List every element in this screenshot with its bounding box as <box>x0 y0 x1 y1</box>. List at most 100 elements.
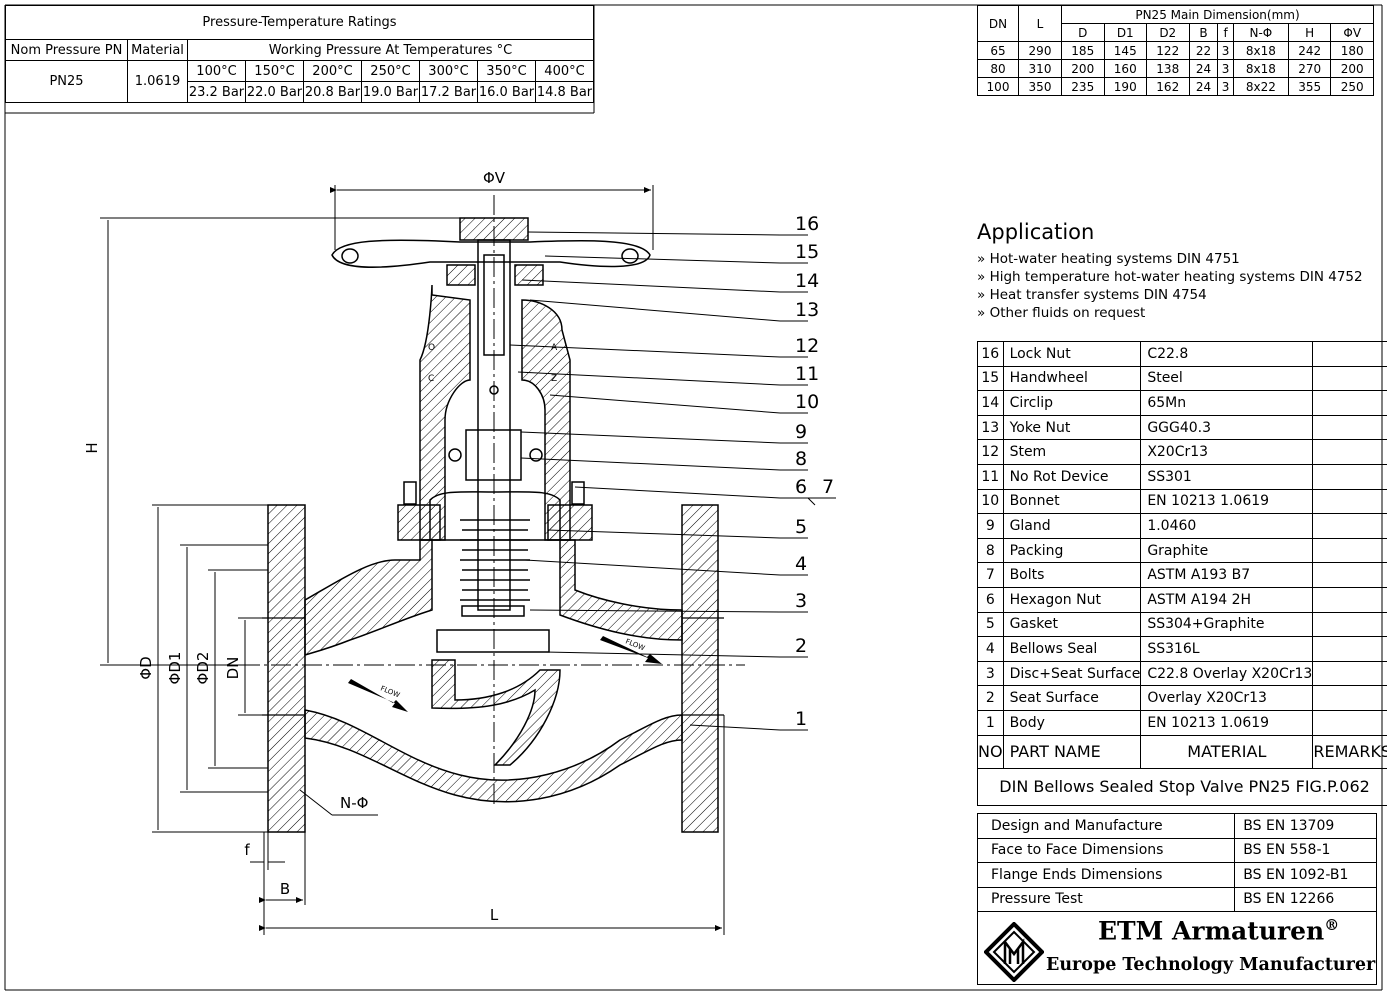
parts-cell-material: Graphite <box>1140 537 1314 564</box>
callout-number: 8 <box>795 448 807 470</box>
pt-temp: 400°C <box>535 60 594 82</box>
parts-cell-name: Packing <box>1002 537 1142 564</box>
parts-cell-material: Steel <box>1140 365 1314 392</box>
standard-value: BS EN 1092-B1 <box>1234 862 1377 888</box>
parts-cell-material: EN 10213 1.0619 <box>1140 709 1314 736</box>
pt-temp: 250°C <box>361 60 420 82</box>
dim-cell: 8x18 <box>1232 41 1289 60</box>
parts-cell-material: ASTM A194 2H <box>1140 586 1314 613</box>
parts-cell-name: Bellows Seal <box>1002 636 1142 662</box>
callout-number: 15 <box>795 241 819 263</box>
application-title: Application <box>977 220 1095 244</box>
parts-cell-no: 13 <box>977 414 1004 441</box>
pt-pressure: 20.8 Bar <box>303 81 362 103</box>
parts-cell-remarks <box>1312 463 1387 490</box>
dim-b-label: B <box>280 880 290 898</box>
pt-title: Pressure-Temperature Ratings <box>5 5 594 40</box>
callout-number: 9 <box>795 421 807 443</box>
parts-cell-no: 7 <box>977 562 1004 588</box>
parts-cell-name: No Rot Device <box>1002 463 1142 490</box>
parts-header-no: NO <box>977 734 1004 769</box>
parts-cell-material: GGG40.3 <box>1140 414 1314 441</box>
pt-material-value: 1.0619 <box>127 60 188 103</box>
dim-cell: 8x18 <box>1232 59 1289 78</box>
parts-cell-material: ASTM A193 B7 <box>1140 562 1314 588</box>
parts-cell-no: 9 <box>977 513 1004 539</box>
dim-f-label: f <box>244 841 250 859</box>
dim-cell: 3 <box>1217 77 1234 96</box>
dim-cell: 22 <box>1188 41 1219 60</box>
bonnet-mark: O <box>428 343 435 353</box>
parts-cell-name: Gland <box>1002 513 1142 539</box>
parts-cell-name: Yoke Nut <box>1002 414 1142 441</box>
parts-cell-no: 14 <box>977 390 1004 416</box>
logo-name: ETM Armaturen® <box>1098 916 1340 946</box>
center-lines <box>240 195 745 805</box>
callout-number: 5 <box>795 516 807 538</box>
pressure-temperature-table: Pressure-Temperature Ratings Nom Pressur… <box>5 5 594 103</box>
logo-block: ETM Armaturen® Europe Technology Manufac… <box>977 910 1377 985</box>
parts-cell-remarks <box>1312 439 1387 465</box>
pt-pressure: 23.2 Bar <box>187 81 246 103</box>
dim-n-leader <box>299 789 378 816</box>
parts-cell-no: 12 <box>977 439 1004 465</box>
parts-cell-remarks <box>1312 611 1387 638</box>
dim-d2-label: ΦD2 <box>194 652 212 685</box>
dim-cell: 355 <box>1287 77 1332 96</box>
dim-cell: 3 <box>1217 41 1234 60</box>
dim-cell: 3 <box>1217 59 1234 78</box>
pt-col-working: Working Pressure At Temperatures °C <box>187 39 594 61</box>
parts-cell-no: 8 <box>977 537 1004 564</box>
parts-cell-material: C22.8 Overlay X20Cr13 <box>1140 660 1314 687</box>
parts-cell-material: Overlay X20Cr13 <box>1140 685 1314 711</box>
parts-cell-remarks <box>1312 488 1387 515</box>
dim-cell: 200 <box>1061 59 1105 78</box>
parts-cell-name: Body <box>1002 709 1142 736</box>
dim-cell: 242 <box>1287 41 1332 60</box>
parts-cell-name: Disc+Seat Surface <box>1002 660 1142 687</box>
dim-cell: 250 <box>1330 77 1374 96</box>
application-section: Application » Hot-water heating systems … <box>977 220 1363 322</box>
parts-cell-no: 5 <box>977 611 1004 638</box>
parts-header-remarks: REMARKS <box>1312 734 1387 769</box>
bonnet-mark: A <box>551 343 558 353</box>
dim-n-label: N-Φ <box>340 794 368 812</box>
dim-f-b <box>250 715 725 935</box>
dim-d-label: ΦD <box>137 656 155 679</box>
standard-value: BS EN 12266 <box>1234 886 1377 912</box>
dim-header: N-Φ <box>1232 23 1289 42</box>
pt-pressure: 17.2 Bar <box>419 81 478 103</box>
standard-label: Design and Manufacture <box>976 813 1236 839</box>
parts-cell-remarks <box>1312 513 1387 539</box>
callout-number: 16 <box>795 213 819 235</box>
logo-tagline: Europe Technology Manufacturer <box>1046 955 1376 975</box>
parts-cell-material: SS301 <box>1140 463 1314 490</box>
parts-header-material: MATERIAL <box>1140 734 1314 769</box>
main-dimension-table: DN L PN25 Main Dimension(mm) D D1 D2 B f… <box>977 5 1374 96</box>
callout-number: 11 <box>795 363 819 385</box>
parts-cell-material: SS316L <box>1140 636 1314 662</box>
parts-cell-no: 6 <box>977 586 1004 613</box>
dim-header: D <box>1061 23 1105 42</box>
dim-cell: 350 <box>1018 77 1062 96</box>
valve-drawing: FLOW FLOW ΦV H ΦD ΦD1 ΦD2 DN <box>83 169 836 935</box>
dim-cell: 80 <box>977 59 1019 78</box>
chevron-icon: » <box>977 305 990 321</box>
dim-l-label: L <box>490 906 499 924</box>
dim-cell: 235 <box>1061 77 1105 96</box>
dim-title: PN25 Main Dimension(mm) <box>1061 5 1374 24</box>
dim-cell: 270 <box>1287 59 1332 78</box>
dim-cell: 145 <box>1103 41 1147 60</box>
parts-cell-material: 1.0460 <box>1140 513 1314 539</box>
